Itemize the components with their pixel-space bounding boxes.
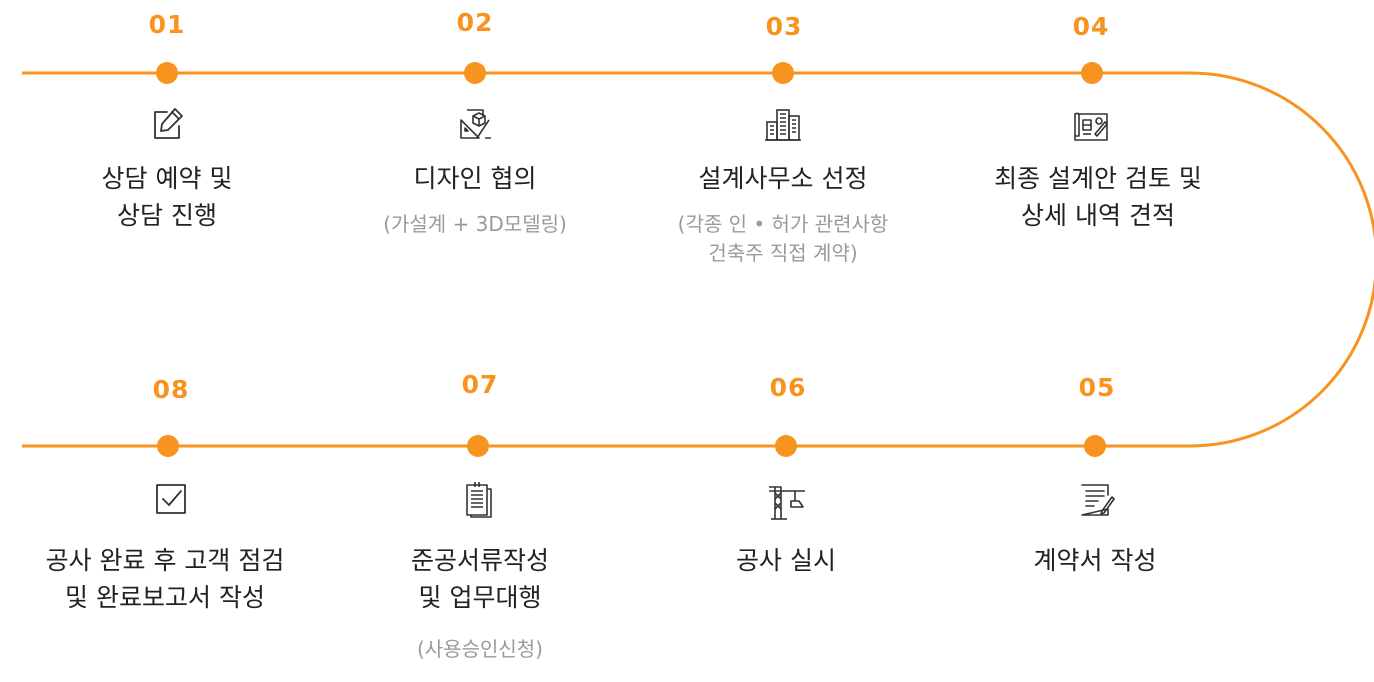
- step-title-line: 및 업무대행: [418, 583, 542, 612]
- step-title: 계약서 작성: [935, 542, 1255, 579]
- step-dot-03: [772, 62, 794, 84]
- step-dot-06: [775, 435, 797, 457]
- step-dot-05: [1084, 435, 1106, 457]
- step-title-line: 디자인 협의: [413, 164, 537, 193]
- step-title: 상담 예약 및 상담 진행: [7, 160, 327, 234]
- step-title-line: 설계사무소 선정: [698, 164, 868, 193]
- step-title-line: 상세 내역 견적: [1021, 201, 1175, 230]
- step-subtitle-line: (가설계 + 3D모델링): [383, 212, 567, 236]
- step-subtitle: (가설계 + 3D모델링): [315, 210, 635, 239]
- track-line: [22, 71, 1374, 448]
- step-number: 03: [765, 12, 803, 41]
- step-title-line: 공사 실시: [736, 546, 836, 575]
- step-title: 최종 설계안 검토 및 상세 내역 견적: [938, 160, 1258, 234]
- step-title: 디자인 협의: [315, 160, 635, 197]
- step-number: 04: [1072, 12, 1110, 41]
- step-title-line: 상담 진행: [117, 201, 217, 230]
- step-dot-02: [464, 62, 486, 84]
- step-title: 설계사무소 선정: [623, 160, 943, 197]
- step-dot-04: [1081, 62, 1103, 84]
- step-title-line: 공사 완료 후 고객 점검: [45, 546, 285, 575]
- step-title: 공사 완료 후 고객 점검 및 완료보고서 작성: [5, 542, 325, 616]
- step-subtitle-line: (각종 인 • 허가 관련사항: [677, 212, 889, 236]
- step-title-line: 상담 예약 및: [101, 164, 233, 193]
- step-dot-01: [156, 62, 178, 84]
- step-number: 08: [152, 375, 190, 404]
- step-title: 공사 실시: [626, 542, 946, 579]
- step-title-line: 준공서류작성: [410, 546, 549, 575]
- pencil-edit-icon: [147, 104, 187, 144]
- step-dot-07: [467, 435, 489, 457]
- step-title: 준공서류작성 및 업무대행: [320, 542, 640, 616]
- step-number: 07: [461, 370, 499, 399]
- design-drafting-icon: [455, 104, 495, 144]
- step-title-line: 및 완료보고서 작성: [65, 583, 265, 612]
- checkbox-icon: [151, 479, 191, 519]
- step-number: 06: [769, 373, 807, 402]
- step-title-line: 계약서 작성: [1033, 546, 1157, 575]
- step-number: 02: [456, 8, 494, 37]
- buildings-icon: [763, 104, 803, 144]
- step-subtitle-line: (사용승인신청): [416, 637, 543, 661]
- step-number: 05: [1078, 373, 1116, 402]
- construction-crane-icon: [767, 481, 807, 521]
- step-title-line: 최종 설계안 검토 및: [994, 164, 1202, 193]
- document-stack-icon: [459, 479, 499, 519]
- blueprint-icon: [1071, 106, 1111, 146]
- step-number: 01: [148, 10, 186, 39]
- step-subtitle: (사용승인신청): [320, 635, 640, 664]
- step-subtitle-line: 건축주 직접 계약): [708, 241, 858, 265]
- step-subtitle: (각종 인 • 허가 관련사항 건축주 직접 계약): [623, 210, 943, 268]
- step-dot-08: [157, 435, 179, 457]
- contract-sign-icon: [1076, 479, 1116, 519]
